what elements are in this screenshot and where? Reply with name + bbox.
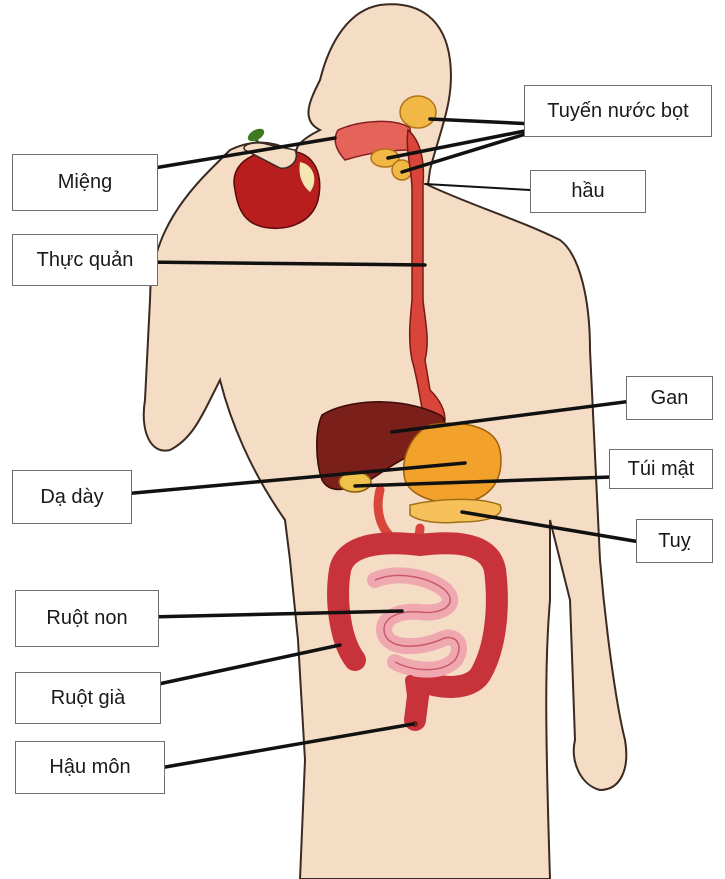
leader-ruot-gia bbox=[138, 643, 342, 690]
large-intestine bbox=[327, 532, 508, 731]
rectum bbox=[405, 675, 420, 725]
leader-gan bbox=[390, 398, 642, 434]
salivary-glands bbox=[370, 95, 437, 181]
label-ruot-gia: Ruột già bbox=[15, 672, 161, 724]
leader-mieng bbox=[128, 136, 337, 174]
label-mieng: Miệng bbox=[12, 154, 158, 211]
label-ruot-non: Ruột non bbox=[15, 590, 159, 647]
small-intestine bbox=[367, 567, 467, 678]
label-thuc-quan: Thực quản bbox=[12, 234, 158, 286]
label-tuy: Tuỵ bbox=[636, 519, 713, 563]
leader-hau-mon bbox=[146, 722, 415, 772]
label-gan: Gan bbox=[626, 376, 713, 420]
label-hau: hầu bbox=[530, 170, 646, 213]
leader-da-day bbox=[110, 461, 467, 497]
label-tui-mat: Túi mật bbox=[609, 449, 713, 489]
leader-ruot-non bbox=[146, 609, 404, 619]
leader-tuy bbox=[460, 510, 642, 544]
leader-hau bbox=[424, 183, 531, 191]
apple bbox=[233, 128, 321, 230]
liver bbox=[316, 401, 446, 491]
pancreas bbox=[409, 498, 502, 524]
leader-thuc-quan bbox=[138, 260, 427, 267]
label-hau-mon: Hậu môn bbox=[15, 741, 165, 794]
leader-tui-mat bbox=[353, 474, 642, 488]
label-tuyen-nuoc-bot: Tuyến nước bọt bbox=[524, 85, 712, 137]
label-da-day: Dạ dày bbox=[12, 470, 132, 524]
